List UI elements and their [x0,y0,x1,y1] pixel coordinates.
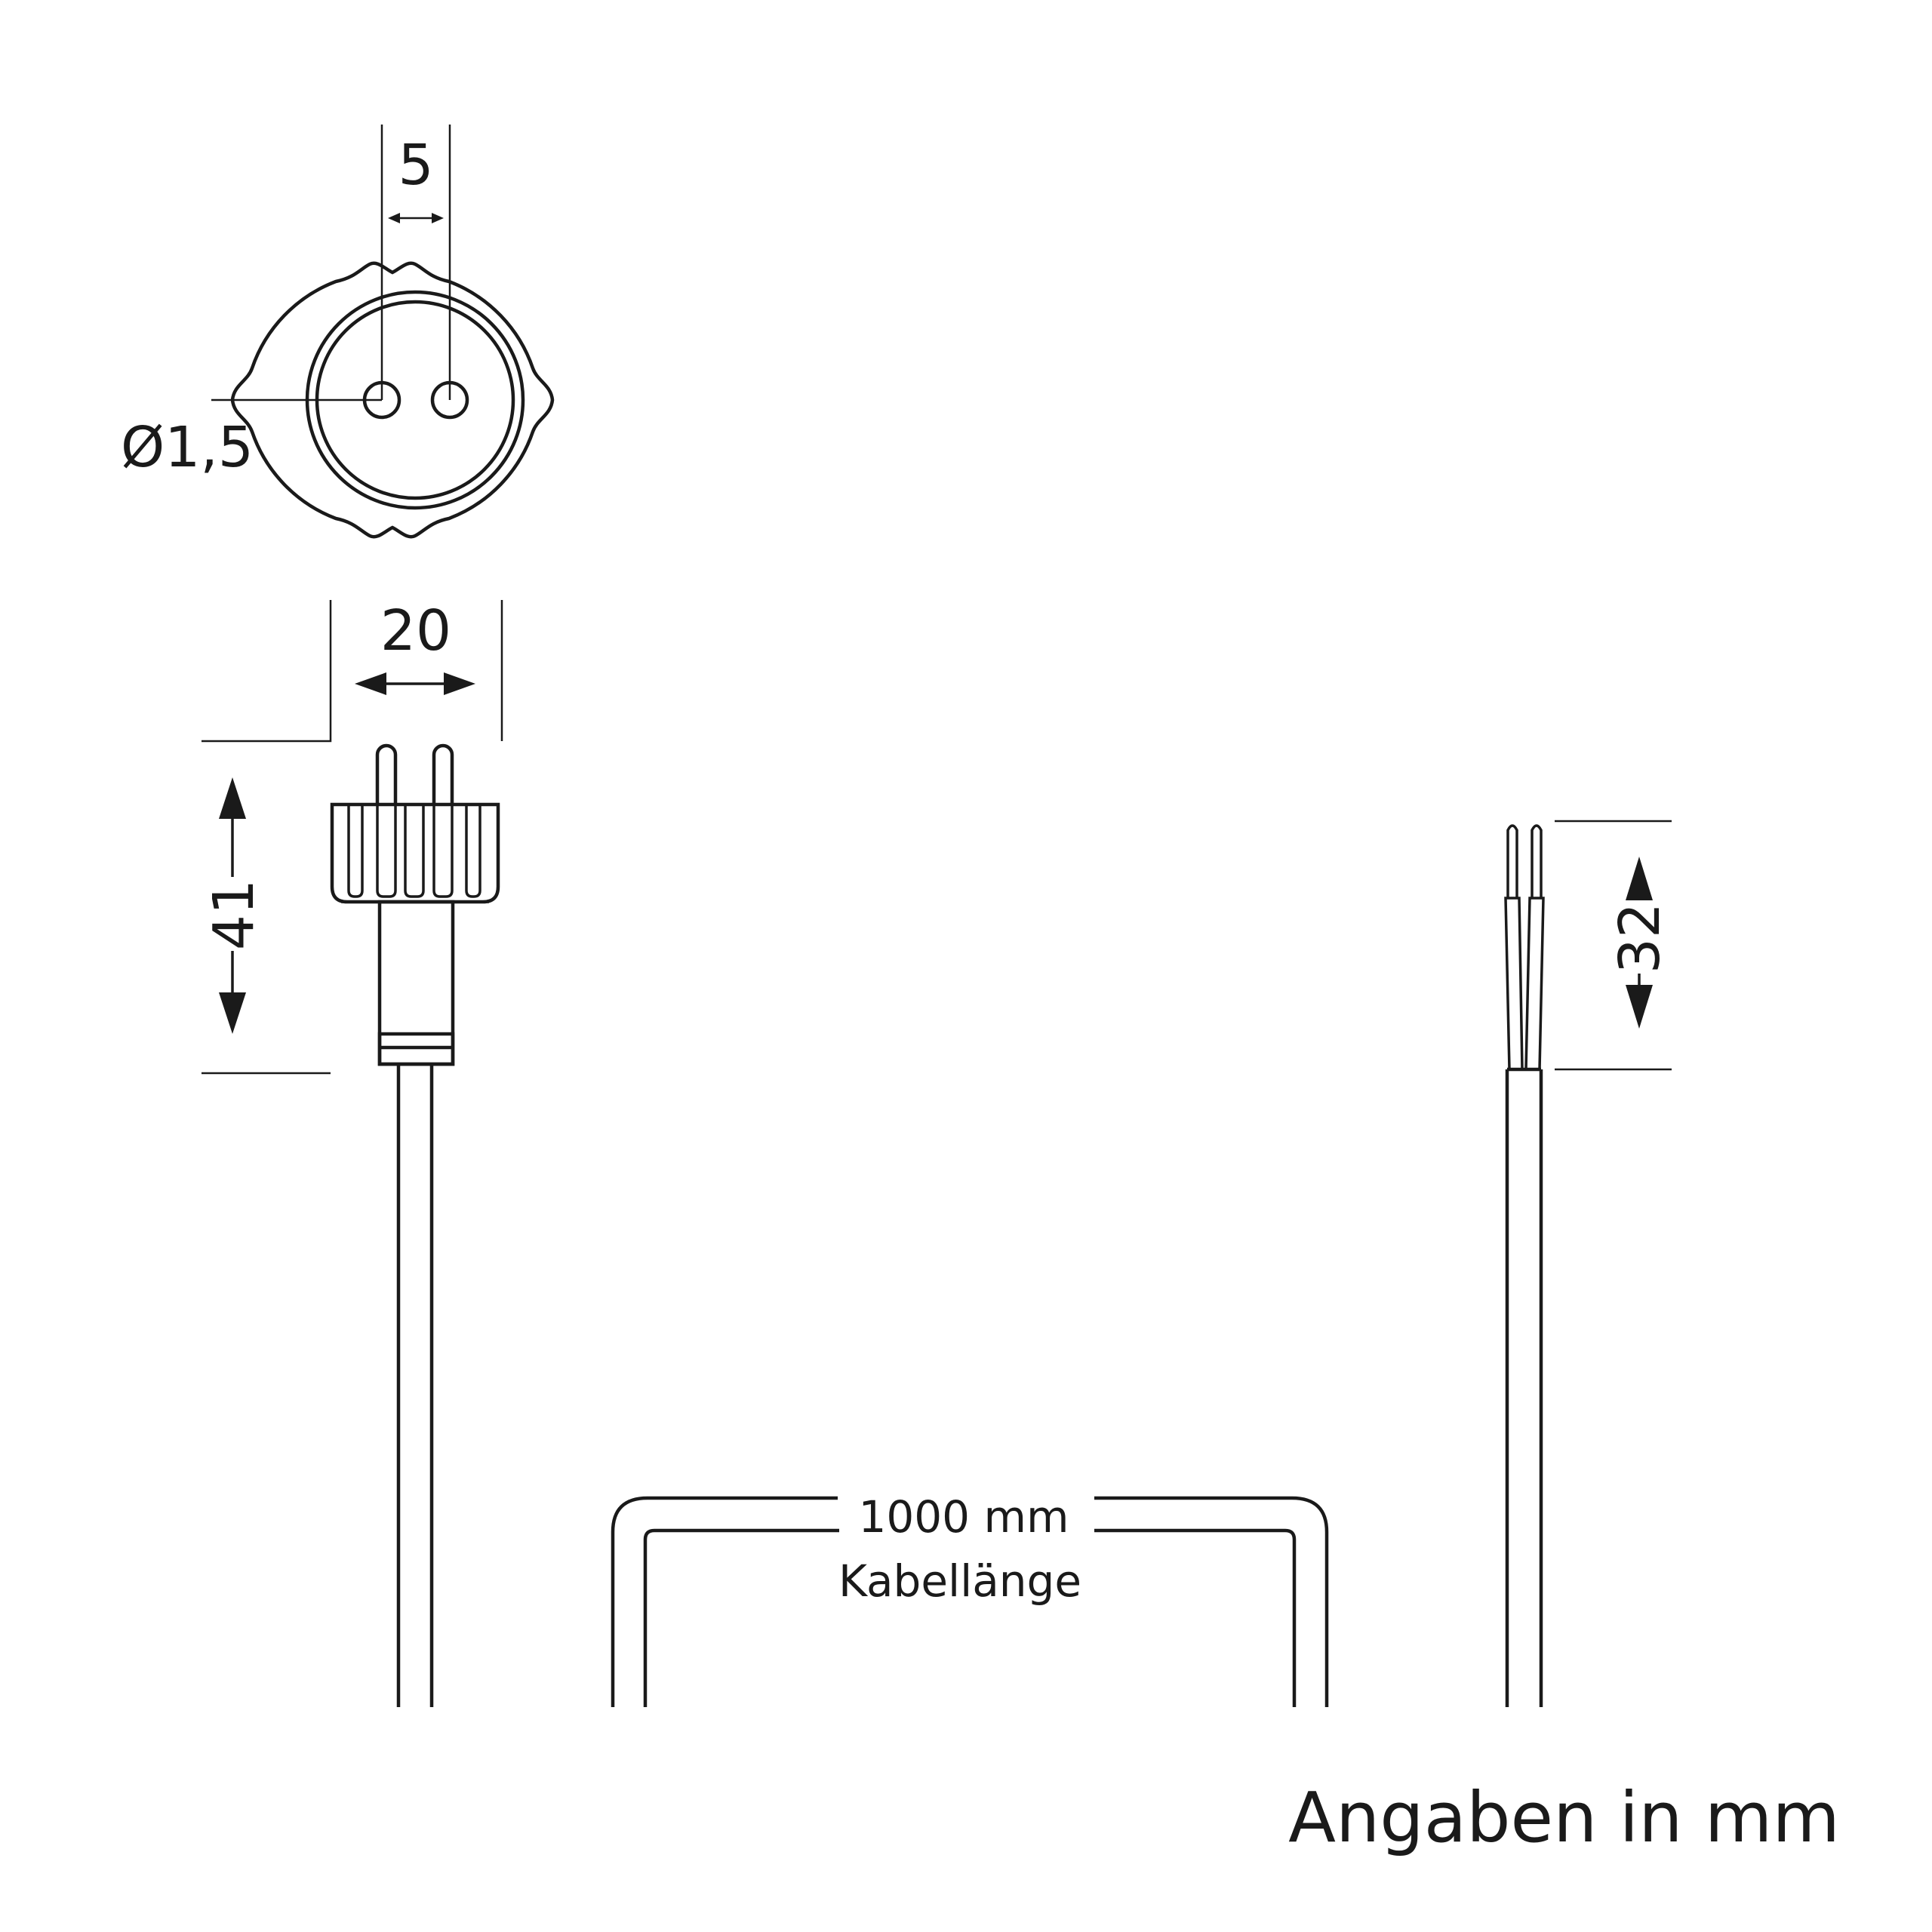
nut-groove-3 [404,804,425,898]
label-strip-length: 32 [1607,903,1672,974]
pin-side-right [432,743,454,806]
units-note: Angaben in mm [1288,1777,1840,1858]
wire-left-insulation [1504,897,1524,1070]
arrowhead-length-down [219,992,246,1034]
arrowhead-strip-up [1626,857,1653,900]
plug-side-view [202,600,503,1707]
plug-sleeve [377,900,455,1066]
label-cable-length-caption: Kabellänge [838,1555,1081,1607]
arrowhead-left [388,213,400,223]
nut-groove-5 [465,804,481,898]
plug-outer-contour [230,261,555,539]
cable-length-indicator [611,1496,1329,1707]
label-plug-width: 20 [380,598,451,663]
stripped-cable-end [1504,820,1672,1707]
label-pin-spacing: 5 [398,133,433,198]
label-plug-length: 41 [202,879,266,950]
cable-loop-inner [643,1528,1297,1707]
plug-front-view [211,125,555,539]
arrowhead-width-right [444,672,475,695]
extension-line-plug-left-top [202,600,332,743]
cable-loop-outer [611,1496,1329,1707]
knurled-nut [330,802,500,904]
nut-groove-4 [432,804,454,898]
nut-groove-2 [376,804,397,898]
wire-left-conductor [1506,824,1518,898]
arrowhead-width-left [355,672,386,695]
pin-side-left [375,743,398,806]
wire-right-conductor [1531,824,1543,898]
arrowhead-right [432,213,444,223]
label-cable-length-value: 1000 mm [858,1491,1069,1543]
arrowhead-length-up [219,777,246,819]
nut-groove-1 [347,804,364,898]
label-pin-diameter: Ø1,5 [121,415,254,480]
wire-right-insulation [1524,897,1545,1070]
arrowhead-strip-down [1626,985,1653,1029]
